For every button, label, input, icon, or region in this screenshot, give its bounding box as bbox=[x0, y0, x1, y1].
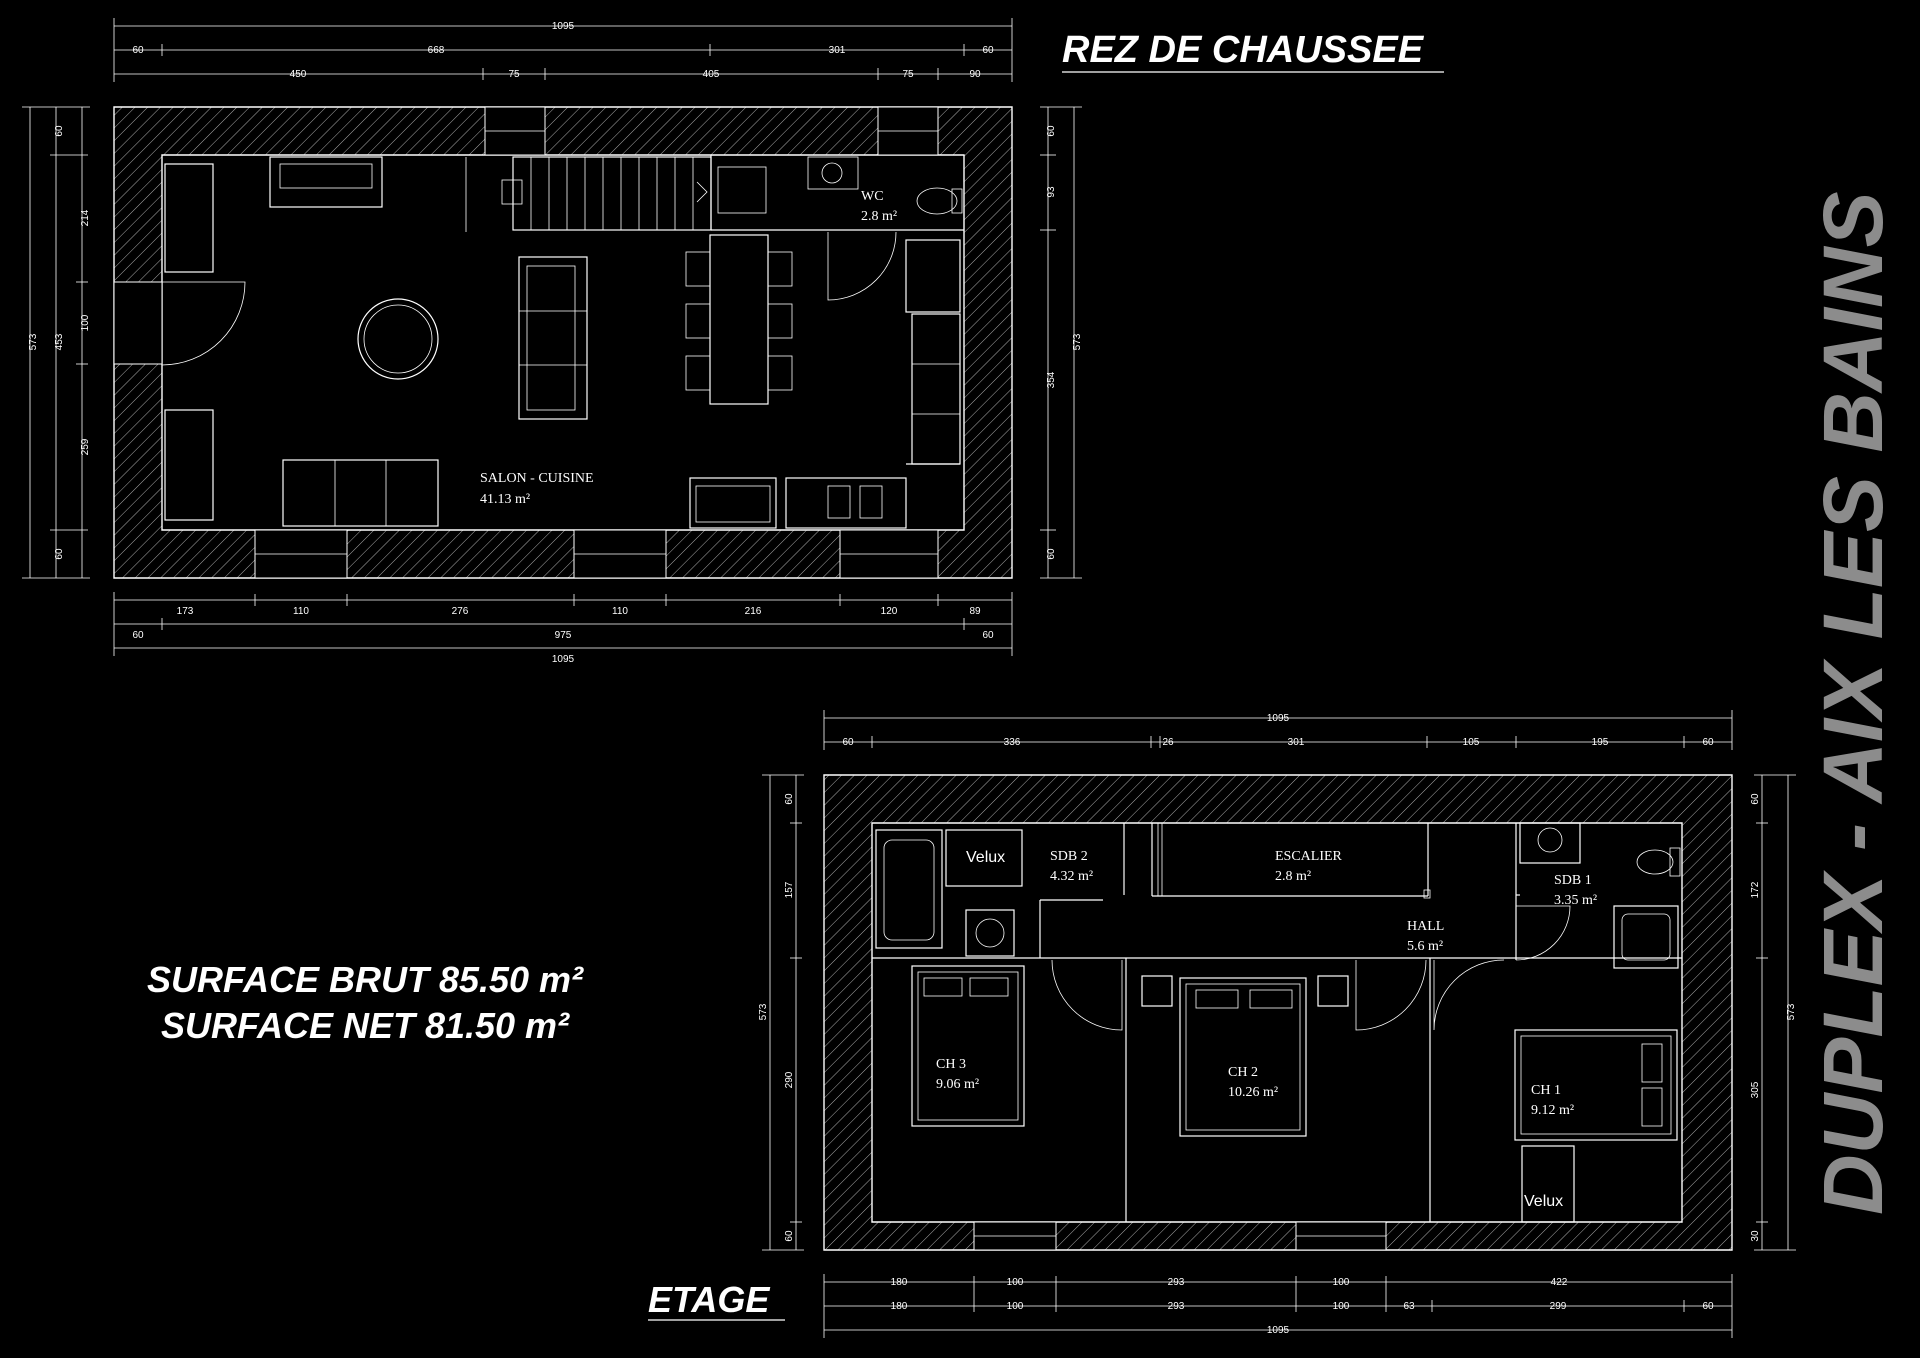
sdb1-name: SDB 1 bbox=[1554, 873, 1592, 888]
u-dim-bot2-3: 100 bbox=[1333, 1301, 1350, 1312]
u-dim-bot2-0: 180 bbox=[891, 1301, 908, 1312]
ch2-name: CH 2 bbox=[1228, 1065, 1258, 1080]
u-dim-top-4: 105 bbox=[1463, 737, 1480, 748]
g-dim-bot1-5: 120 bbox=[881, 606, 898, 617]
wc-name: WC bbox=[861, 189, 884, 204]
ground-floor-plan: WC 2.8 m² SALON - CUISINE 41.13 m² bbox=[22, 18, 1083, 665]
g-dim-top1-2: 301 bbox=[829, 45, 846, 56]
u-dim-top-total: 1095 bbox=[1267, 713, 1290, 724]
u-dim-bot1-4: 422 bbox=[1551, 1277, 1568, 1288]
upper-dimension-lines: 1095 60 336 26 301 105 195 60 180 100 29… bbox=[758, 710, 1797, 1338]
ch1-area: 9.12 m² bbox=[1531, 1103, 1574, 1118]
g-dim-top1-0: 60 bbox=[132, 45, 144, 56]
u-dim-right-0: 60 bbox=[1750, 793, 1761, 805]
g-dim-bot1-1: 110 bbox=[293, 606, 309, 617]
g-dim-top2-2: 405 bbox=[703, 69, 720, 80]
g-dim-bot2-0: 60 bbox=[132, 630, 144, 641]
surface-brut-label: SURFACE BRUT 85.50 m² bbox=[147, 959, 584, 1000]
g-dim-right-total: 573 bbox=[1072, 333, 1083, 350]
hall-name: HALL bbox=[1407, 919, 1444, 934]
g-dim-bot1-3: 110 bbox=[612, 606, 628, 617]
u-dim-right-2: 305 bbox=[1750, 1081, 1761, 1098]
ground-dimension-lines: 1095 60 668 301 60 450 75 405 75 90 173 … bbox=[22, 18, 1083, 665]
g-dim-right-3: 60 bbox=[1046, 548, 1057, 560]
u-dim-right-total: 573 bbox=[1786, 1003, 1797, 1020]
g-dim-right-1: 93 bbox=[1046, 186, 1057, 198]
velux-ch1: Velux bbox=[1524, 1193, 1563, 1210]
g-dim-top1-1: 668 bbox=[428, 45, 445, 56]
g-dim-bot1-6: 89 bbox=[969, 606, 981, 617]
wc-area: 2.8 m² bbox=[861, 209, 897, 224]
g-dim-left-3: 259 bbox=[80, 438, 91, 455]
u-dim-bot2-4: 63 bbox=[1403, 1301, 1415, 1312]
u-dim-top-5: 195 bbox=[1592, 737, 1609, 748]
sdb2-area: 4.32 m² bbox=[1050, 869, 1093, 884]
ground-floor-title: REZ DE CHAUSSEE bbox=[1062, 29, 1425, 71]
ground-exterior-walls bbox=[113, 106, 1013, 579]
g-dim-left-mid: 453 bbox=[54, 333, 65, 350]
u-dim-bot2-6: 60 bbox=[1702, 1301, 1714, 1312]
ch2-area: 10.26 m² bbox=[1228, 1085, 1278, 1100]
g-dim-left-total: 573 bbox=[28, 333, 39, 350]
u-dim-top-0: 60 bbox=[842, 737, 854, 748]
hall-area: 5.6 m² bbox=[1407, 939, 1443, 954]
g-dim-left-0: 60 bbox=[54, 125, 65, 137]
ch1-name: CH 1 bbox=[1531, 1083, 1561, 1098]
velux-sdb2: Velux bbox=[966, 849, 1005, 866]
u-dim-bot1-1: 100 bbox=[1007, 1277, 1024, 1288]
side-project-title: DUPLEX - AIX LES BAINS bbox=[1806, 191, 1900, 1215]
escalier-area: 2.8 m² bbox=[1275, 869, 1311, 884]
u-dim-bot2-1: 100 bbox=[1007, 1301, 1024, 1312]
g-dim-right-0: 60 bbox=[1046, 125, 1057, 137]
u-dim-top-2: 26 bbox=[1162, 737, 1174, 748]
g-dim-top-total: 1095 bbox=[552, 21, 575, 32]
u-dim-right-3: 30 bbox=[1750, 1230, 1761, 1242]
u-dim-left-2: 290 bbox=[784, 1071, 795, 1088]
u-dim-top-6: 60 bbox=[1702, 737, 1714, 748]
g-dim-bot2-2: 60 bbox=[982, 630, 994, 641]
upper-floor-plan: Velux Velux SDB 2 4.32 m² ESCALIER 2.8 m… bbox=[758, 710, 1797, 1338]
u-dim-left-0: 60 bbox=[784, 793, 795, 805]
g-dim-top2-4: 90 bbox=[969, 69, 981, 80]
u-dim-left-total: 573 bbox=[758, 1003, 769, 1020]
u-dim-bot2-5: 299 bbox=[1550, 1301, 1567, 1312]
u-dim-left-1: 157 bbox=[784, 881, 795, 898]
escalier-name: ESCALIER bbox=[1275, 849, 1343, 864]
g-dim-top2-1: 75 bbox=[508, 69, 520, 80]
g-dim-bot1-2: 276 bbox=[452, 606, 469, 617]
u-dim-bot1-3: 100 bbox=[1333, 1277, 1350, 1288]
u-dim-right-1: 172 bbox=[1750, 881, 1761, 898]
u-dim-bot1-2: 293 bbox=[1168, 1277, 1185, 1288]
g-dim-left-2: 100 bbox=[80, 314, 91, 331]
u-dim-bot1-0: 180 bbox=[891, 1277, 908, 1288]
salon-cuisine-area: 41.13 m² bbox=[480, 492, 530, 507]
g-dim-bot-total: 1095 bbox=[552, 654, 575, 665]
salon-cuisine-name: SALON - CUISINE bbox=[480, 471, 594, 486]
upper-exterior-walls bbox=[823, 774, 1733, 1251]
u-dim-bot2-2: 293 bbox=[1168, 1301, 1185, 1312]
u-dim-top-1: 336 bbox=[1004, 737, 1021, 748]
u-dim-bot-total: 1095 bbox=[1267, 1325, 1290, 1336]
g-dim-bot2-1: 975 bbox=[555, 630, 572, 641]
u-dim-left-3: 60 bbox=[784, 1230, 795, 1242]
upper-floor-title: ETAGE bbox=[648, 1279, 770, 1320]
ch3-name: CH 3 bbox=[936, 1057, 966, 1072]
sdb2-name: SDB 2 bbox=[1050, 849, 1088, 864]
ch3-area: 9.06 m² bbox=[936, 1077, 979, 1092]
g-dim-left-4: 60 bbox=[54, 548, 65, 560]
u-dim-top-3: 301 bbox=[1288, 737, 1305, 748]
g-dim-top1-3: 60 bbox=[982, 45, 994, 56]
g-dim-left-1: 214 bbox=[80, 209, 91, 226]
g-dim-top2-3: 75 bbox=[902, 69, 914, 80]
g-dim-top2-0: 450 bbox=[290, 69, 307, 80]
g-dim-bot1-4: 216 bbox=[745, 606, 762, 617]
g-dim-bot1-0: 173 bbox=[177, 606, 194, 617]
sdb1-area: 3.35 m² bbox=[1554, 893, 1597, 908]
g-dim-right-2: 354 bbox=[1046, 371, 1057, 388]
surface-net-label: SURFACE NET 81.50 m² bbox=[161, 1005, 570, 1046]
